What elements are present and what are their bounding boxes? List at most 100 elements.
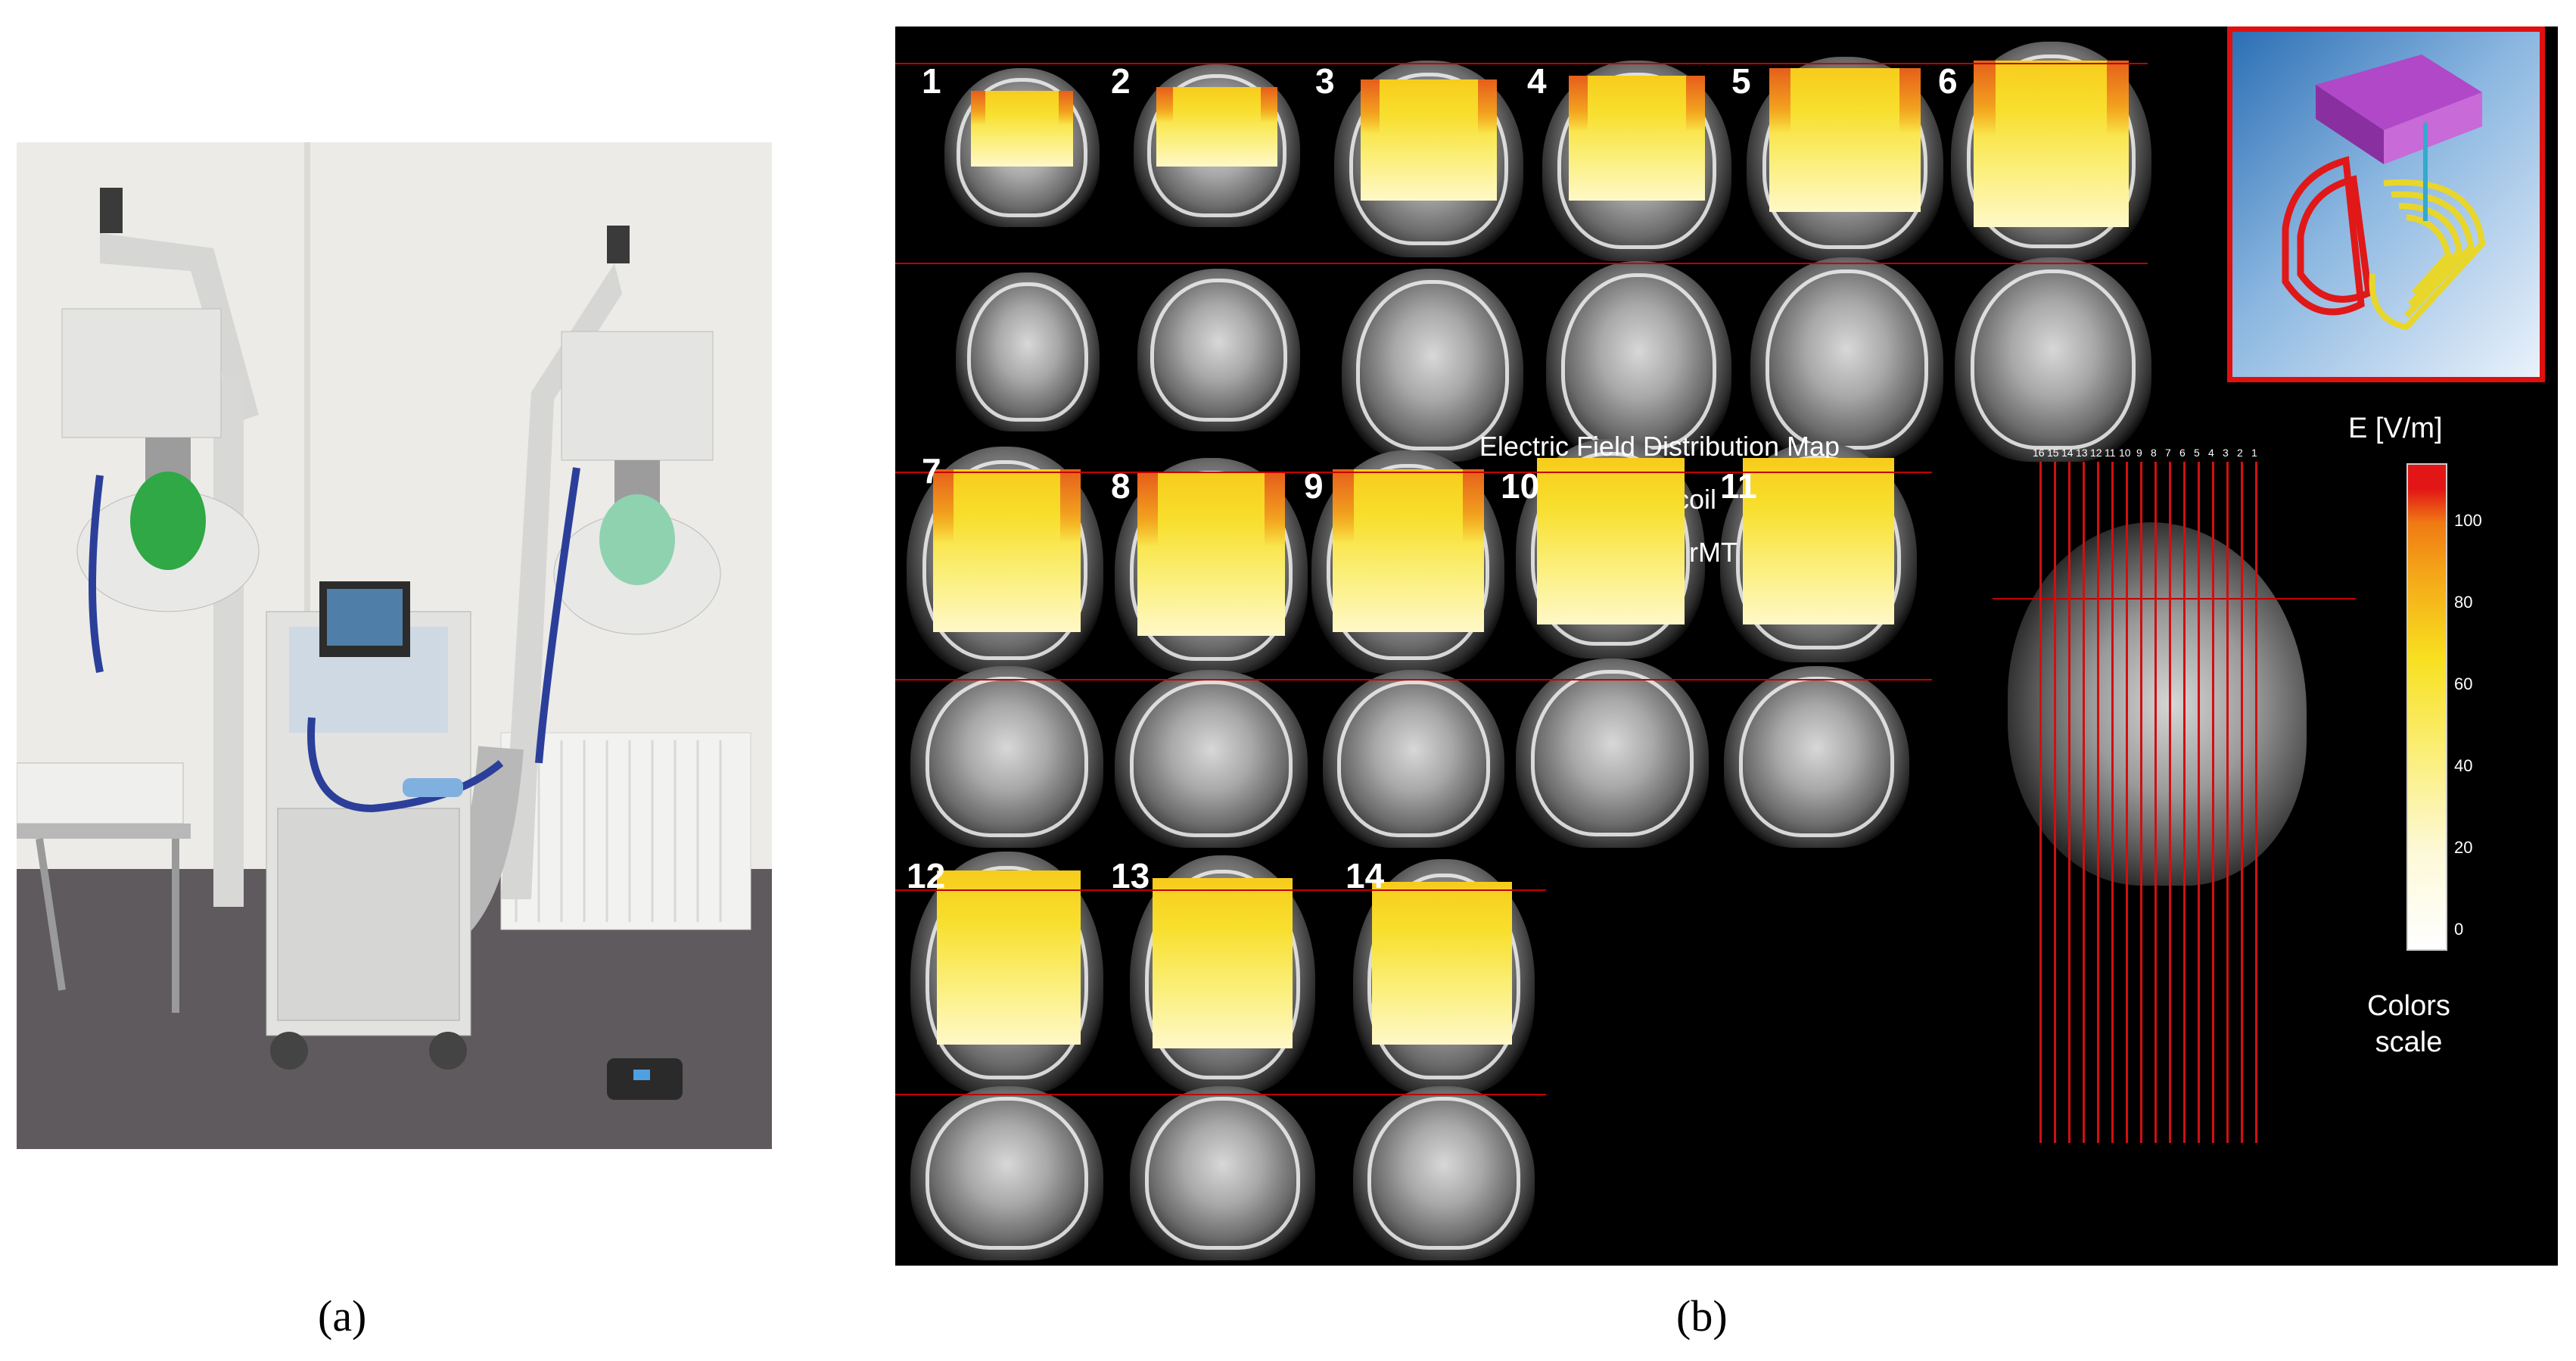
- slice-number-13: 13: [1111, 856, 1150, 895]
- brain-scan-8b: [1115, 670, 1308, 848]
- slice-position-line: [2111, 462, 2114, 1143]
- sagittal-slice-number: 8: [2151, 447, 2157, 459]
- brain-scan-6b: [1955, 257, 2151, 462]
- slice-position-line: [2255, 462, 2257, 1143]
- slice-number-10: 10: [1501, 466, 1540, 506]
- field-overlay-6: [1974, 61, 2129, 227]
- colorbar: [2406, 463, 2447, 951]
- sagittal-slice-number: 12: [2090, 447, 2102, 459]
- slice-number-2: 2: [1111, 61, 1131, 101]
- slice-position-line: [2198, 462, 2200, 1143]
- sagittal-slice-number: 5: [2194, 447, 2200, 459]
- slice-number-3: 3: [1315, 61, 1335, 101]
- slice-number-8: 8: [1111, 466, 1131, 506]
- colorbar-tick: 80: [2454, 593, 2473, 612]
- slice-number-11: 11: [1720, 466, 1757, 506]
- slice-number-12: 12: [907, 856, 946, 895]
- coil-illustration: [2282, 55, 2486, 331]
- sagittal-slice-number: 3: [2223, 447, 2229, 459]
- reference-line: [895, 472, 1932, 473]
- title-line-1: Electric Field Distribution Map: [1479, 431, 1840, 462]
- field-overlay-12: [937, 870, 1081, 1045]
- sagittal-slice-number: 7: [2165, 447, 2171, 459]
- colorbar-tick: 0: [2454, 920, 2464, 939]
- field-overlay-2: [1156, 87, 1277, 167]
- brain-scan-13b: [1130, 1086, 1315, 1260]
- field-overlay-9: [1333, 469, 1484, 632]
- colorbar-title: E [V/m]: [2348, 413, 2443, 444]
- reference-line: [895, 679, 1932, 680]
- slice-position-line: [2054, 462, 2056, 1143]
- slice-number-9: 9: [1304, 466, 1324, 506]
- reference-line: [895, 1094, 1546, 1095]
- sagittal-slice-number: 13: [2076, 447, 2088, 459]
- slice-position-line: [2183, 462, 2186, 1143]
- brain-scan-9b: [1323, 670, 1504, 848]
- brain-scan-7b: [910, 666, 1103, 848]
- sagittal-slice-number: 2: [2237, 447, 2243, 459]
- slice-position-line: [2154, 462, 2157, 1143]
- brain-scan-12b: [910, 1086, 1103, 1260]
- slice-number-4: 4: [1527, 61, 1547, 101]
- slice-position-line: [2226, 462, 2229, 1143]
- slice-position-line: [2097, 462, 2099, 1143]
- electric-field-figure: 1 2 3 4 5 6 7 8 9 10 11 12 13 14: [895, 26, 2558, 1266]
- brain-scan-1b: [956, 273, 1100, 431]
- field-overlay-3: [1361, 79, 1497, 201]
- colorbar-tick: 60: [2454, 674, 2473, 693]
- reference-line: [1993, 598, 2356, 600]
- field-overlay-13: [1153, 878, 1293, 1048]
- brain-scan-3b: [1342, 269, 1523, 462]
- sagittal-slice-number: 11: [2105, 447, 2116, 459]
- slice-position-line: [2068, 462, 2070, 1143]
- field-overlay-8: [1137, 473, 1285, 636]
- brain-scan-2b: [1137, 269, 1300, 431]
- colorbar-caption-line-2: scale: [2375, 1026, 2443, 1058]
- sagittal-slice-number: 10: [2119, 447, 2131, 459]
- brain-scan-10b: [1516, 659, 1709, 848]
- slice-number-1: 1: [922, 61, 941, 101]
- console-cart: [266, 581, 471, 1070]
- sagittal-slice-number: 6: [2179, 447, 2186, 459]
- panel-a-label: (a): [318, 1291, 367, 1341]
- panel-b-label: (b): [1676, 1291, 1728, 1341]
- tms-device-photo: [17, 142, 772, 1149]
- slice-number-14: 14: [1346, 856, 1385, 895]
- slice-position-line: [2169, 462, 2171, 1143]
- slice-number-6: 6: [1938, 61, 1958, 101]
- brain-scan-11b: [1724, 666, 1909, 848]
- sagittal-slice-number: 4: [2208, 447, 2214, 459]
- slice-number-5: 5: [1731, 61, 1751, 101]
- sagittal-slice-number: 15: [2047, 447, 2059, 459]
- slice-position-line: [2083, 462, 2085, 1143]
- h5-coil-render: [2227, 26, 2545, 382]
- field-overlay-4: [1569, 76, 1705, 201]
- sagittal-slice-number: 9: [2136, 447, 2142, 459]
- sagittal-brain-scan: [2008, 522, 2307, 886]
- slice-position-line: [2241, 462, 2243, 1143]
- colorbar-caption: Colors scale: [2348, 988, 2469, 1060]
- slice-position-line: [2140, 462, 2142, 1143]
- colorbar-caption-line-1: Colors: [2367, 990, 2450, 1022]
- colorbar-tick: 100: [2454, 511, 2482, 530]
- field-overlay-10: [1537, 458, 1685, 624]
- field-overlay-5: [1769, 68, 1921, 212]
- field-overlay-14: [1372, 882, 1512, 1045]
- sagittal-slice-number: 14: [2061, 447, 2074, 459]
- slice-position-line: [2212, 462, 2214, 1143]
- slice-position-line: [2126, 462, 2128, 1143]
- reference-line: [895, 889, 1546, 891]
- sagittal-slice-number: 1: [2251, 447, 2257, 459]
- tms-device-illustration: [17, 142, 772, 1149]
- field-overlay-7: [933, 469, 1081, 632]
- slice-position-line: [2039, 462, 2042, 1143]
- field-overlay-1: [971, 91, 1073, 167]
- reference-line: [895, 263, 2148, 264]
- chair: [17, 762, 191, 1013]
- slice-number-7: 7: [922, 451, 941, 491]
- colorbar-tick: 40: [2454, 756, 2473, 775]
- brain-scan-14b: [1353, 1086, 1535, 1260]
- field-overlay-11: [1743, 458, 1894, 624]
- sagittal-slice-number: 16: [2033, 447, 2045, 459]
- reference-line: [895, 63, 2148, 64]
